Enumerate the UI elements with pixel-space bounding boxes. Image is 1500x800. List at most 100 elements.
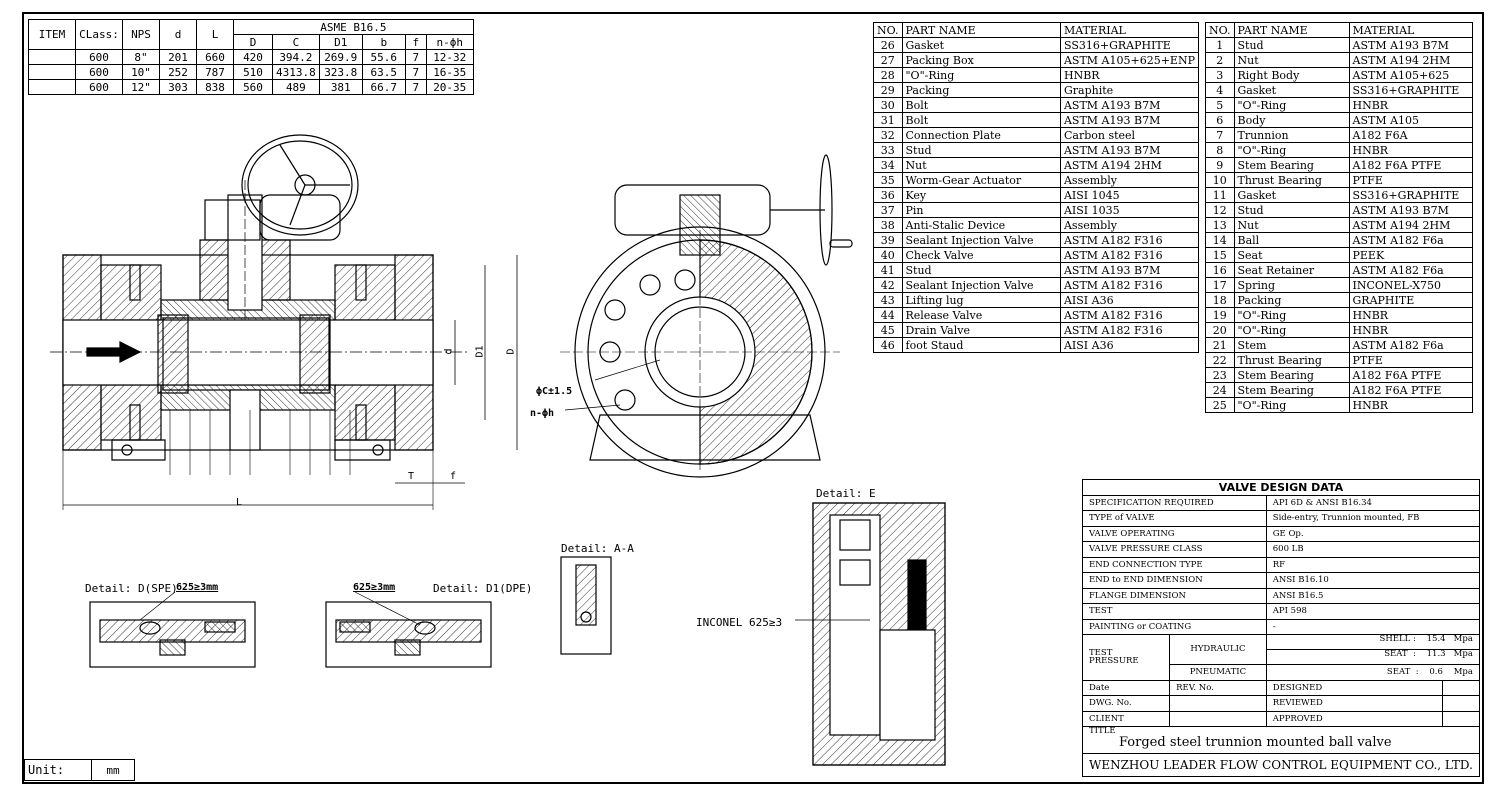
drawing-frame xyxy=(22,12,1484,784)
end-base xyxy=(589,414,821,461)
dim-header: CLass: xyxy=(75,19,123,50)
part-material: HNBR xyxy=(1348,397,1473,413)
dim-cell: 560 xyxy=(233,79,273,95)
actuator-mount xyxy=(204,199,261,241)
leaders xyxy=(139,359,870,626)
section-view xyxy=(50,134,518,510)
detail-e xyxy=(812,502,946,766)
dim-cell: 381 xyxy=(318,79,363,95)
detail-d1 xyxy=(325,601,492,668)
detail-aa-title: Detail: A-A xyxy=(561,542,634,555)
label-dim-d: d xyxy=(443,348,455,355)
seat-left xyxy=(157,314,189,394)
valve-design-table: VALVE DESIGN DATA SPECIFICATION REQUIRED… xyxy=(1081,479,1480,777)
part-name: foot Staud xyxy=(901,337,1061,353)
body-left-bottom xyxy=(100,384,162,441)
unit-value: mm xyxy=(91,759,135,781)
body-right-bottom xyxy=(334,384,396,441)
unit-label: Unit: xyxy=(24,759,92,781)
hydraulic-values: SHELL : 15.4 Mpa SEAT : 11.3 Mpa xyxy=(1265,634,1480,665)
detail-d-title: Detail: D(SPE) xyxy=(85,582,178,595)
seat-right xyxy=(299,314,331,394)
label-n-h: n-ϕh xyxy=(530,408,555,419)
label-c-tol: ϕC±1.5 xyxy=(536,386,573,397)
part-name: Pin xyxy=(901,202,1061,218)
title-value: Forged steel trunnion mounted ball valve xyxy=(1119,734,1392,750)
dim-cell: 20-35 xyxy=(425,79,474,95)
end-view xyxy=(560,154,853,478)
part-name: "O"-Ring xyxy=(1233,397,1350,413)
detail-e-title: Detail: E xyxy=(816,487,876,500)
shell-pressure: SHELL : 15.4 Mpa xyxy=(1266,635,1479,650)
detail-d1-title: Detail: D1(DPE) xyxy=(433,582,533,595)
dim-cell: 7 xyxy=(404,79,427,95)
hydraulic-label: HYDRAULIC xyxy=(1169,634,1267,665)
dim-cell: 838 xyxy=(196,79,234,95)
flow-arrow xyxy=(86,341,142,363)
dim-header: L xyxy=(196,19,234,50)
detail-d xyxy=(89,601,256,668)
title-label: TITLE xyxy=(1089,726,1116,736)
gearbox xyxy=(259,194,341,241)
trunnion xyxy=(229,389,261,451)
dim-cell: 600 xyxy=(75,79,123,95)
inconel-label-3: INCONEL 625≥3 xyxy=(696,616,783,629)
label-dim-D: D xyxy=(505,348,517,355)
body-right-top xyxy=(334,264,396,321)
label-dim-D1: D1 xyxy=(474,345,486,358)
body-left-top xyxy=(100,264,162,321)
foot-right xyxy=(334,439,391,461)
inconel-label-1: 625≥3mm xyxy=(176,582,219,593)
title-cell: TITLE Forged steel trunnion mounted ball… xyxy=(1082,726,1480,754)
company-name: WENZHOU LEADER FLOW CONTROL EQUIPMENT CO… xyxy=(1082,753,1480,777)
dim-cell: 66.7 xyxy=(361,79,406,95)
foot-left xyxy=(111,439,166,461)
label-dim-f: f xyxy=(450,471,457,482)
seat-pressure-hydraulic: SEAT : 11.3 Mpa xyxy=(1384,649,1473,659)
stud xyxy=(355,264,367,301)
detail-aa xyxy=(560,556,612,655)
handwheel xyxy=(241,134,359,236)
label-dim-L: L xyxy=(236,497,243,508)
part-material: AISI A36 xyxy=(1059,337,1200,353)
unit-box: Unit: mm xyxy=(24,759,135,781)
